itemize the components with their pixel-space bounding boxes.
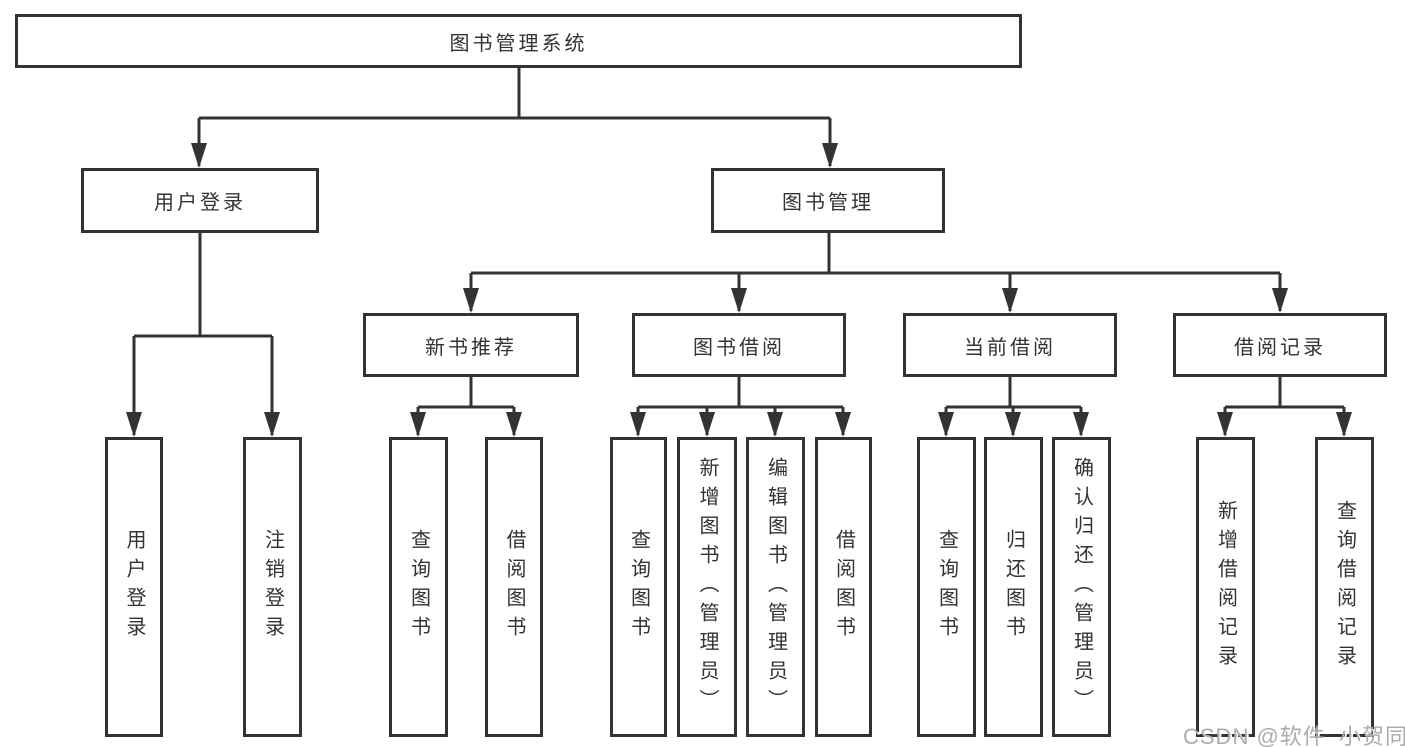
leaf-borrow-borrow-book: 借阅图书 — [815, 437, 872, 737]
connector-user-login — [126, 233, 280, 437]
node-borrow-record-label: 借阅记录 — [1234, 336, 1326, 359]
leaf-confirm-return-admin-label: 确认归还（管理员） — [1070, 456, 1093, 718]
leaf-newbook-borrow-book: 借阅图书 — [485, 437, 543, 737]
node-user-login-label: 用户登录 — [154, 192, 246, 214]
leaf-add-borrow-record: 新增借阅记录 — [1196, 437, 1255, 737]
leaf-edit-book-admin: 编辑图书（管理员） — [746, 437, 805, 737]
leaf-newbook-borrow-book-label: 借阅图书 — [503, 529, 525, 645]
leaf-user-login: 用户登录 — [105, 437, 163, 737]
node-root-system: 图书管理系统 — [15, 14, 1022, 68]
connector-book-borrow — [630, 377, 851, 437]
leaf-logout-label: 注销登录 — [261, 529, 284, 645]
leaf-return-book: 归还图书 — [984, 437, 1043, 737]
node-borrow-record: 借阅记录 — [1173, 313, 1387, 377]
leaf-query-borrow-record: 查询借阅记录 — [1315, 437, 1374, 737]
leaf-confirm-return-admin: 确认归还（管理员） — [1052, 437, 1111, 737]
leaf-borrow-query-book-label: 查询图书 — [627, 529, 650, 645]
leaf-return-book-label: 归还图书 — [1002, 529, 1025, 645]
leaf-edit-book-admin-label: 编辑图书（管理员） — [764, 456, 787, 718]
leaf-newbook-query-book: 查询图书 — [389, 437, 448, 737]
node-book-management: 图书管理 — [711, 168, 945, 233]
csdn-watermark: CSDN @软件_小贺同学 — [1183, 724, 1405, 747]
leaf-borrow-query-book: 查询图书 — [610, 437, 667, 737]
node-current-borrow: 当前借阅 — [903, 313, 1117, 377]
connector-new-book — [410, 377, 522, 437]
node-new-book-recommend: 新书推荐 — [363, 313, 579, 377]
leaf-newbook-query-book-label: 查询图书 — [407, 529, 430, 645]
node-root-system-label: 图书管理系统 — [449, 32, 588, 55]
node-book-borrow: 图书借阅 — [632, 313, 846, 377]
node-new-book-recommend-label: 新书推荐 — [425, 336, 517, 359]
node-user-login: 用户登录 — [81, 168, 319, 233]
leaf-add-borrow-record-label: 新增借阅记录 — [1214, 500, 1237, 674]
leaf-add-book-admin: 新增图书（管理员） — [677, 437, 737, 737]
leaf-user-login-label: 用户登录 — [123, 529, 145, 645]
leaf-current-query-book: 查询图书 — [917, 437, 976, 737]
connector-root — [191, 68, 838, 168]
connector-borrow-record — [1217, 377, 1352, 437]
node-book-management-label: 图书管理 — [782, 192, 874, 214]
connector-current-borrow — [938, 377, 1089, 437]
node-current-borrow-label: 当前借阅 — [964, 336, 1056, 359]
node-book-borrow-label: 图书借阅 — [693, 336, 785, 359]
leaf-add-book-admin-label: 新增图书（管理员） — [696, 456, 718, 718]
leaf-logout: 注销登录 — [243, 437, 302, 737]
leaf-current-query-book-label: 查询图书 — [935, 529, 958, 645]
leaf-borrow-borrow-book-label: 借阅图书 — [832, 529, 855, 645]
leaf-query-borrow-record-label: 查询借阅记录 — [1333, 500, 1356, 674]
connector-book-management — [463, 233, 1288, 313]
